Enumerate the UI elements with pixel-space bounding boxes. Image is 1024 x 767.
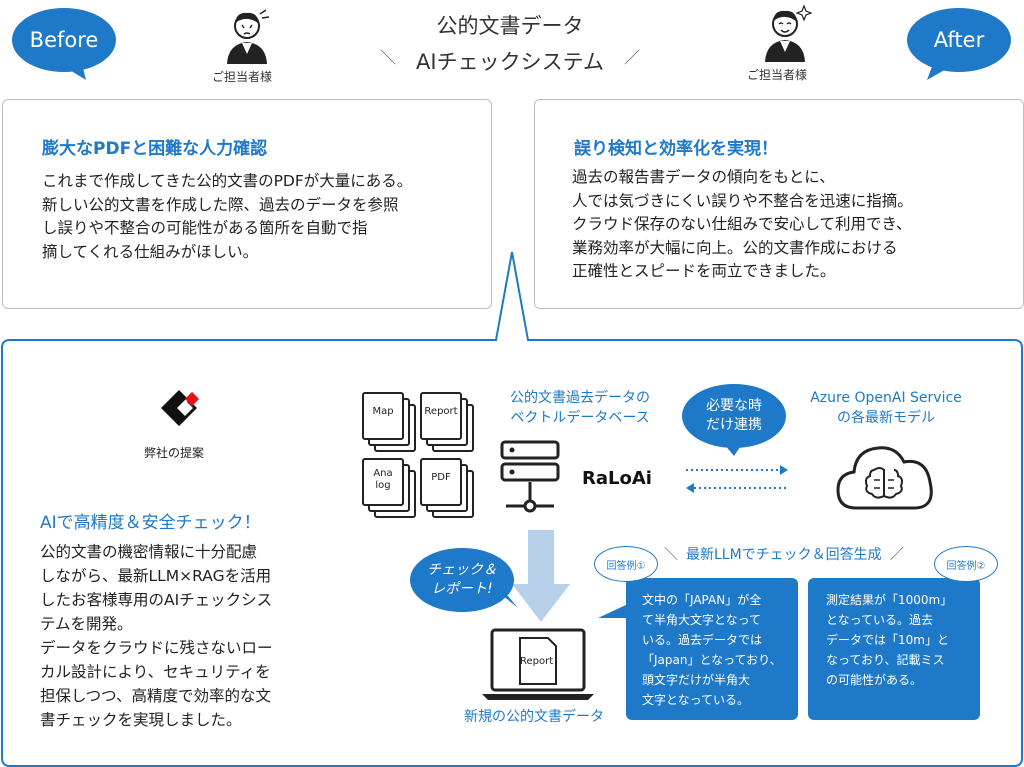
before-title: 膨大なPDFと困難な人力確認 — [42, 139, 268, 159]
before-line: し誤りや不整合の可能性がある箇所を自動で指 — [42, 219, 368, 237]
down-arrow-icon — [512, 530, 570, 622]
before-label: Before — [29, 28, 99, 52]
answer1-line: 頭文字だけが半角大 — [642, 673, 751, 687]
answer2-tag: 回答例② — [934, 546, 998, 582]
after-line: 過去の報告書データの傾向をもとに、 — [572, 168, 835, 186]
proposal-line: 公的文書の機密情報に十分配慮 — [40, 543, 258, 561]
doc-label-pdf: PDF — [431, 472, 451, 483]
proposal-line: 担保しつつ、高精度で効率的な文 — [40, 687, 271, 705]
after-panel — [534, 99, 1024, 309]
answer2-line: なっており、記載ミス — [826, 653, 945, 667]
title-line1: 公的文書データ — [436, 14, 584, 38]
title-line2: AIチェックシステム — [416, 50, 604, 74]
azure-label: Azure OpenAI Service の各最新モデル — [796, 388, 976, 428]
before-line: これまで作成してきた公的文書のPDFが大量にある。 — [42, 172, 413, 190]
before-bubble-tail — [60, 64, 86, 80]
connect-line2: だけ連携 — [706, 417, 762, 433]
cloud-brain-icon — [836, 446, 933, 510]
azure-line1: Azure OpenAI Service — [810, 390, 962, 406]
proposal-line: テムを開発。 — [40, 615, 133, 633]
connect-bubble-tail — [724, 444, 742, 456]
person-label-right: ご担当者様 — [747, 68, 808, 82]
person-happy-icon — [760, 4, 814, 66]
raloai-label: RaLoAi — [582, 468, 652, 489]
check-report-bubble: チェック＆ レポート! — [410, 548, 514, 612]
caption-slash-left: ＼ — [664, 547, 678, 563]
caption-slash-right: ／ — [889, 547, 904, 563]
answer2-line: 測定結果が「1000m」 — [826, 593, 953, 607]
before-line: 新しい公的文書を作成した際、過去のデータを参照 — [42, 195, 399, 214]
bidirectional-arrow-icon — [686, 465, 788, 493]
after-line: 業務効率が大幅に向上。公的文書作成における — [572, 238, 898, 257]
before-line: 摘してくれる仕組みがほしい。 — [42, 242, 259, 261]
llm-caption: ＼ 最新LLMでチェック＆回答生成 ／ — [664, 544, 904, 564]
doc-label-analog: Ana log — [373, 468, 393, 491]
proposal-line: 書チェックを実現しました。 — [40, 711, 242, 729]
answer1-line: いる。過去データでは — [642, 633, 763, 647]
proposal-line: データをクラウドに残さないロー — [40, 639, 273, 657]
llm-caption-text: 最新LLMでチェック＆回答生成 — [686, 547, 882, 563]
company-label: 弊社の提案 — [144, 446, 205, 460]
person-label-left: ご担当者様 — [212, 70, 273, 84]
after-line: 人では気づきにくい誤りや不整合を迅速に指摘。 — [572, 191, 913, 210]
after-label: After — [933, 28, 985, 52]
doc-stack-pdf: PDF — [420, 458, 476, 518]
answer1-tail — [598, 604, 628, 618]
doc-stack-map: Map — [362, 392, 418, 452]
new-doc-label: 新規の公的文書データ — [464, 709, 604, 725]
company-logo-icon — [161, 390, 200, 426]
proposal-body: 公的文書の機密情報に十分配慮 しながら、最新LLM×RAGを活用 したお客様専用… — [40, 540, 273, 732]
connect-bubble: 必要な時 だけ連携 — [682, 384, 786, 448]
vector-db-line1: 公的文書過去データの — [510, 390, 650, 406]
connect-line1: 必要な時 — [706, 398, 762, 414]
vector-db-label: 公的文書過去データの ベクトルデータベース — [490, 388, 670, 428]
after-title: 誤り検知と効率化を実現！ — [574, 139, 778, 159]
after-line: 正確性とスピードを両立できました。 — [572, 262, 836, 280]
after-body: 過去の報告書データの傾向をもとに、 人では気づきにくい誤りや不整合を迅速に指摘。… — [572, 166, 913, 284]
person-worried-icon — [222, 8, 272, 68]
page-title: 公的文書データ ＼ AIチェックシステム ／ — [380, 10, 640, 76]
check-line2: レポート! — [431, 581, 493, 597]
title-slash-right: ／ — [623, 48, 640, 67]
doc-label-report: Report — [424, 406, 458, 417]
answer2-line: データでは「10m」と — [826, 633, 949, 647]
after-line: クラウド保存のない仕組みで安心して利用でき、 — [572, 215, 912, 233]
check-line1: チェック＆ — [427, 562, 497, 578]
before-bubble: Before — [12, 8, 116, 72]
proposal-line: しながら、最新LLM×RAGを活用 — [40, 567, 272, 585]
answer1-line: 文中の「JAPAN」が全 — [642, 593, 762, 607]
doc-label-map: Map — [372, 406, 394, 417]
after-bubble: After — [907, 8, 1011, 72]
doc-stack-analog: Ana log — [362, 458, 418, 518]
laptop-doc-label: Report — [520, 656, 554, 667]
proposal-line: カル設計により、セキュリティを — [40, 663, 271, 681]
azure-line2: の各最新モデル — [837, 410, 935, 426]
server-icon — [500, 440, 560, 513]
answer2-line: となっている。過去 — [826, 613, 934, 627]
answer-box-1: 文中の「JAPAN」が全 て半角大文字となって いる。過去データでは 「Japa… — [626, 578, 798, 720]
answer1-line: て半角大文字となって — [642, 613, 762, 627]
check-bubble-tail — [496, 590, 518, 608]
answer1-line: 「Japan」となっており、 — [642, 653, 782, 667]
before-body: これまで作成してきた公的文書のPDFが大量にある。 新しい公的文書を作成した際、… — [42, 170, 412, 264]
proposal-line: したお客様専用のAIチェックシス — [40, 591, 273, 609]
after-bubble-tail — [927, 64, 955, 80]
vector-db-line2: ベクトルデータベース — [510, 410, 650, 426]
answer1-line: 文字となっている。 — [642, 693, 750, 707]
laptop-icon — [482, 628, 594, 700]
answer-box-2: 測定結果が「1000m」 となっている。過去 データでは「10m」と なっており… — [808, 578, 980, 720]
doc-stack-report: Report — [420, 392, 476, 452]
before-panel — [2, 99, 492, 309]
proposal-title: AIで高精度＆安全チェック！ — [40, 513, 261, 533]
answer2-line: の可能性がある。 — [826, 673, 923, 687]
answer1-tag: 回答例① — [594, 546, 658, 582]
title-slash-left: ＼ — [380, 48, 397, 67]
